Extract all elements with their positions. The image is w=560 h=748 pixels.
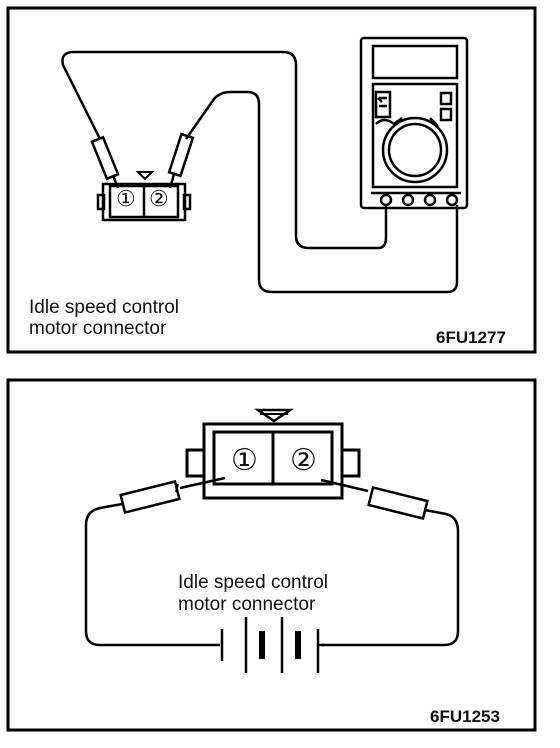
- figure1-connector-label-line1: Idle speed control: [29, 297, 179, 318]
- figure1-connector-label-line2: motor connector: [29, 318, 167, 339]
- figure1-connector: [96, 171, 192, 222]
- figure2-battery-circuit: [84, 502, 460, 647]
- figure2-border: [6, 378, 537, 732]
- figure2-code: 6FU1253: [430, 707, 500, 726]
- figure2-connector-label-line1: Idle speed control: [178, 572, 328, 593]
- multimeter: [359, 36, 469, 210]
- figure2-pin2-label: ②: [290, 444, 317, 477]
- figure1-pin2-label: ②: [149, 186, 169, 211]
- figure2-connector: [185, 408, 361, 500]
- battery-symbol: [212, 617, 324, 673]
- figure2-pin1-label: ①: [231, 444, 258, 477]
- figure1-border: [6, 6, 537, 354]
- figure1-lead-wires: [61, 50, 459, 294]
- figure2-probes: [179, 476, 369, 493]
- figure1-code: 6FU1277: [436, 328, 506, 347]
- figure2-connector-label-line2: motor connector: [178, 594, 316, 615]
- figure1-pin1-label: ①: [116, 186, 136, 211]
